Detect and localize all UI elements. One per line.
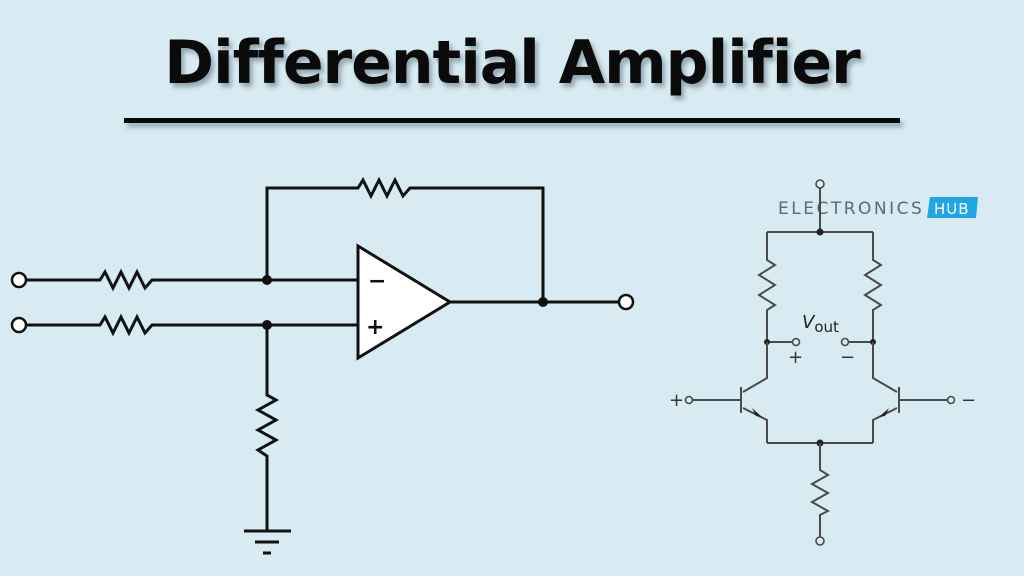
tail-terminal — [815, 536, 825, 546]
ground-icon — [244, 529, 291, 555]
brand-badge: HUB — [934, 200, 970, 218]
supply-terminal — [815, 179, 825, 189]
right-collector-resistor — [863, 232, 883, 342]
left-collector-wire — [742, 342, 768, 393]
ground-resistor — [254, 325, 280, 530]
feedback-resistor — [265, 176, 545, 302]
brand-badge-bg — [927, 197, 978, 218]
junction-dot — [538, 297, 548, 307]
brand-text: ELECTRONICS — [778, 199, 924, 219]
left-emitter-arrow — [752, 408, 762, 417]
vout-plus-sign: + — [788, 347, 803, 368]
page-title: Differential Amplifier — [164, 28, 860, 98]
vout-minus-sign: − — [840, 347, 855, 368]
left-emitter-wire — [742, 407, 768, 443]
plus-input-sign: + — [669, 390, 684, 411]
input-resistor-2 — [26, 313, 267, 337]
input-resistor-1 — [26, 268, 267, 292]
junction-dot — [262, 275, 272, 285]
title-underline — [124, 118, 900, 123]
electronics-hub-logo: ELECTRONICS HUB — [778, 197, 978, 219]
inverting-sign: − — [368, 269, 386, 294]
tail-resistor — [809, 443, 831, 537]
junction-dot — [816, 228, 824, 236]
minus-input-sign: − — [961, 390, 976, 411]
opamp-circuit: − + — [10, 176, 635, 555]
left-collector-resistor — [757, 232, 777, 342]
vout-minus-terminal — [840, 337, 850, 347]
right-emitter-wire — [872, 407, 898, 443]
input-terminal-2 — [10, 316, 28, 334]
noninverting-sign: + — [366, 315, 384, 340]
op-amp — [356, 243, 453, 361]
right-collector-wire — [872, 342, 898, 393]
plus-input-terminal — [684, 395, 694, 405]
minus-input-terminal — [946, 395, 956, 405]
junction-dot — [262, 320, 272, 330]
vout-plus-terminal — [791, 337, 801, 347]
vout-label: Vout — [802, 312, 839, 336]
output-terminal — [617, 293, 635, 311]
right-emitter-arrow — [879, 408, 889, 417]
input-terminal-1 — [10, 271, 28, 289]
bjt-circuit: ELECTRONICS HUB Vout + − + — [669, 179, 978, 546]
